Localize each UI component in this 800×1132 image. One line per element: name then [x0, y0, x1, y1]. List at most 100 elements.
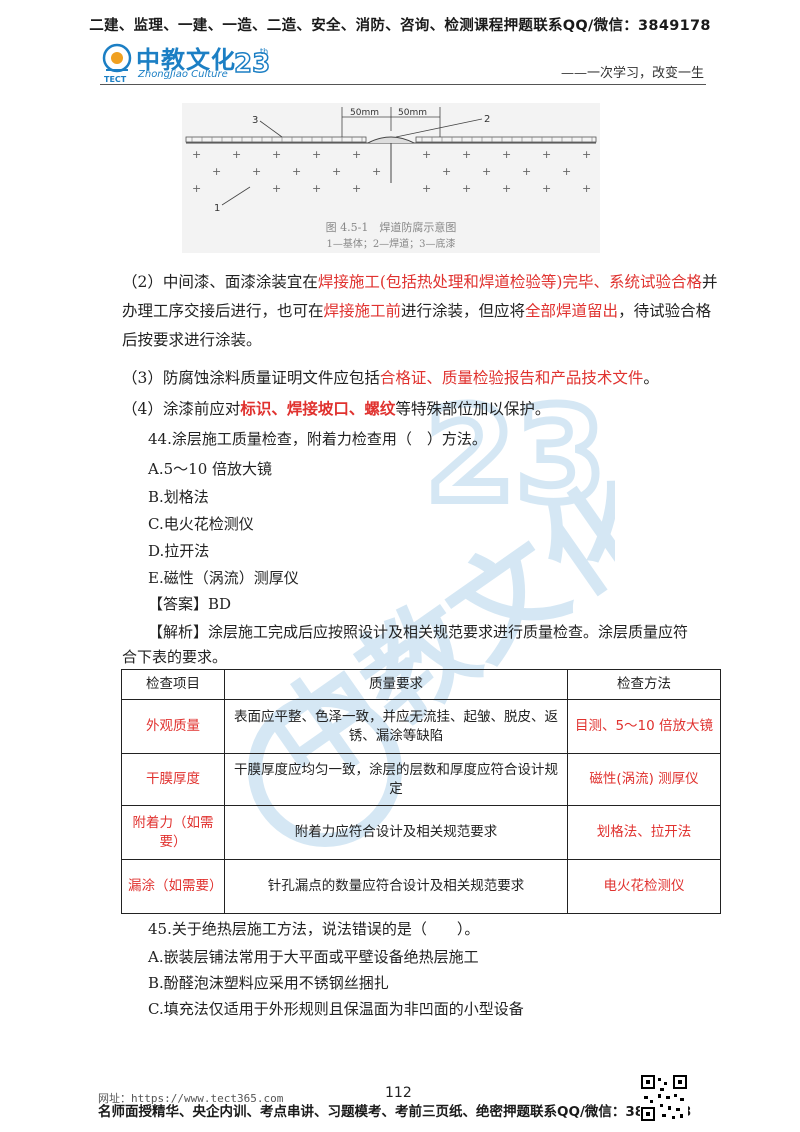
- para2-highlight-b: 焊接施工(包括热处理和焊道检验等)完毕、系统试验合格: [317, 273, 702, 291]
- logo-subtitle: ZhongJiao Culture: [138, 69, 228, 80]
- svg-text:+: +: [542, 148, 551, 161]
- table-row: 外观质量 表面应平整、色泽一致，并应无流挂、起皱、脱皮、返锈、漏涂等缺陷 目测、…: [121, 699, 721, 754]
- svg-text:+: +: [352, 182, 361, 195]
- table-cell: 漏涂（如需要）: [121, 859, 225, 914]
- table-cell: 电火花检测仪: [567, 859, 721, 914]
- svg-text:+: +: [312, 148, 321, 161]
- table-cell: 针孔漏点的数量应符合设计及相关规范要求: [224, 859, 568, 914]
- svg-text:+: +: [462, 148, 471, 161]
- q44-option-c: C.电火花检测仪: [148, 515, 254, 533]
- footer-text: 名师面授精华、央企内训、考点串讲、习题模考、考前三页纸、绝密押题联系QQ/微信：…: [98, 1104, 692, 1120]
- dimension-left-label: 50mm: [350, 108, 379, 118]
- paragraph-3: （3）防腐蚀涂料质量证明文件应包括合格证、质量检验报告和产品技术文件。: [122, 364, 722, 393]
- qr-code-icon: [640, 1074, 688, 1122]
- para4-text-c: 等特殊部位加以保护。: [395, 400, 551, 418]
- table-cell: 表面应平整、色泽一致，并应无流挂、起皱、脱皮、返锈、漏涂等缺陷: [224, 699, 568, 754]
- table-cell: 磁性(涡流) 测厚仪: [567, 753, 721, 806]
- table-cell: 干膜厚度应均匀一致，涂层的层数和厚度应符合设计规定: [224, 753, 568, 806]
- para3-text-a: （3）防腐蚀涂料质量证明文件应包括: [122, 369, 380, 387]
- para2-text-a: （2）中间漆、面漆涂装宜在: [122, 273, 318, 291]
- svg-text:+: +: [212, 165, 221, 178]
- para2-highlight-f: 全部焊道留出: [525, 302, 619, 320]
- figure-caption: 图 4.5-1 焊道防腐示意图: [325, 221, 457, 234]
- svg-text:+: +: [232, 148, 241, 161]
- label-primer: 3: [252, 115, 258, 126]
- paragraph-2: （2）中间漆、面漆涂装宜在焊接施工(包括热处理和焊道检验等)完毕、系统试验合格并…: [122, 268, 722, 355]
- svg-text:+: +: [192, 182, 201, 195]
- para4-text-a: （4）涂漆前应对: [122, 400, 241, 418]
- table-cell: 划格法、拉开法: [567, 805, 721, 860]
- table-cell: 外观质量: [121, 699, 225, 754]
- figure-legend: 1—基体；2—焊道；3—底漆: [326, 239, 456, 250]
- svg-text:+: +: [272, 182, 281, 195]
- svg-text:+: +: [502, 182, 511, 195]
- q44-option-e: E.磁性（涡流）测厚仪: [148, 569, 299, 587]
- paragraph-4: （4）涂漆前应对标识、焊接坡口、螺纹等特殊部位加以保护。: [122, 394, 722, 424]
- table-row: 干膜厚度 干膜厚度应均匀一致，涂层的层数和厚度应符合设计规定 磁性(涡流) 测厚…: [121, 753, 721, 806]
- table-header-cell: 质量要求: [224, 669, 568, 700]
- table-cell: 干膜厚度: [121, 753, 225, 806]
- svg-text:+: +: [422, 182, 431, 195]
- table-header-row: 检查项目 质量要求 检查方法: [121, 669, 721, 700]
- table-header-cell: 检查方法: [567, 669, 721, 700]
- logo-name: 中教文化: [136, 46, 236, 74]
- svg-text:+: +: [332, 165, 341, 178]
- svg-text:+: +: [272, 148, 281, 161]
- svg-text:+: +: [372, 165, 381, 178]
- svg-text:+: +: [442, 165, 451, 178]
- para4-highlight-b: 标识、焊接坡口、螺纹: [240, 399, 396, 418]
- svg-text:+: +: [312, 182, 321, 195]
- svg-text:+: +: [292, 165, 301, 178]
- svg-text:+: +: [252, 165, 261, 178]
- para3-text-c: 。: [643, 369, 659, 387]
- svg-text:+: +: [352, 148, 361, 161]
- label-base: 1: [214, 203, 220, 214]
- q44-analysis-line1: 【解析】涂层施工完成后应按照设计及相关规范要求进行质量检查。涂层质量应符: [148, 623, 689, 641]
- q44-option-b: B.划格法: [148, 488, 209, 506]
- q44-stem: 44.涂层施工质量检查，附着力检查用（ ）方法。: [148, 430, 487, 448]
- para3-highlight-b: 合格证、质量检验报告和产品技术文件: [379, 369, 644, 387]
- label-weld: 2: [484, 114, 490, 125]
- svg-text:+: +: [462, 182, 471, 195]
- q44-option-d: D.拉开法: [148, 542, 210, 560]
- dimension-right-label: 50mm: [398, 108, 427, 118]
- table-header-cell: 检查项目: [121, 669, 225, 700]
- q44-option-a: A.5～10 倍放大镜: [148, 460, 272, 478]
- q45-option-b: B.酚醛泡沫塑料应采用不锈钢丝捆扎: [148, 974, 389, 992]
- table-row: 附着力（如需要） 附着力应符合设计及相关规范要求 划格法、拉开法: [121, 805, 721, 860]
- logo-tect-text: TECT: [104, 75, 127, 84]
- logo: TECT 中教文化 ZhongJiao Culture 23 th: [100, 40, 271, 84]
- para2-text-c: 并办理工序交接后进行，也可在: [122, 273, 718, 320]
- svg-text:+: +: [502, 148, 511, 161]
- svg-text:+: +: [192, 148, 201, 161]
- top-banner: 二建、监理、一建、一造、二造、安全、消防、咨询、检测课程押题联系QQ/微信：38…: [89, 18, 711, 34]
- page-number: 112: [385, 1085, 412, 1101]
- svg-text:+: +: [482, 165, 491, 178]
- header-divider: [100, 84, 706, 85]
- q45-stem: 45.关于绝热层施工方法，说法错误的是（ ）。: [148, 920, 480, 938]
- para2-text-e: 进行涂装，但应将: [401, 302, 526, 320]
- table-cell: 附着力（如需要）: [121, 805, 225, 860]
- para2-text-g: ，待试验合格后按要求进行涂装。: [122, 302, 712, 349]
- footer-url: 网址：https://www.tect365.com: [98, 1092, 284, 1105]
- q44-analysis-line2: 合下表的要求。: [122, 648, 228, 666]
- q45-option-c: C.填充法仅适用于外形规则且保温面为非凹面的小型设备: [148, 1000, 524, 1018]
- svg-text:+: +: [582, 148, 591, 161]
- svg-text:+: +: [562, 165, 571, 178]
- slogan: ——一次学习，改变一生: [560, 66, 704, 81]
- logo-anniversary-suffix: th: [260, 47, 268, 56]
- coating-quality-table: 检查项目 质量要求 检查方法 外观质量 表面应平整、色泽一致，并应无流挂、起皱、…: [121, 669, 721, 914]
- q45-option-a: A.嵌装层铺法常用于大平面或平壁设备绝热层施工: [148, 948, 479, 966]
- para2-highlight-d: 焊接施工前: [323, 302, 402, 320]
- logo-emblem-icon: [102, 43, 132, 73]
- svg-text:+: +: [422, 148, 431, 161]
- logo-anniversary-number: 23: [234, 49, 270, 79]
- table-cell: 目测、5～10 倍放大镜: [567, 699, 721, 754]
- q44-answer: 【答案】BD: [148, 595, 232, 613]
- table-cell: 附着力应符合设计及相关规范要求: [224, 805, 568, 860]
- svg-text:+: +: [582, 182, 591, 195]
- svg-text:+: +: [542, 182, 551, 195]
- table-row: 漏涂（如需要） 针孔漏点的数量应符合设计及相关规范要求 电火花检测仪: [121, 859, 721, 914]
- weld-figure: + + + + + + + + + + + + + + + + + + + + + + + + + + + + 50mm 5…: [182, 103, 600, 253]
- svg-text:+: +: [522, 165, 531, 178]
